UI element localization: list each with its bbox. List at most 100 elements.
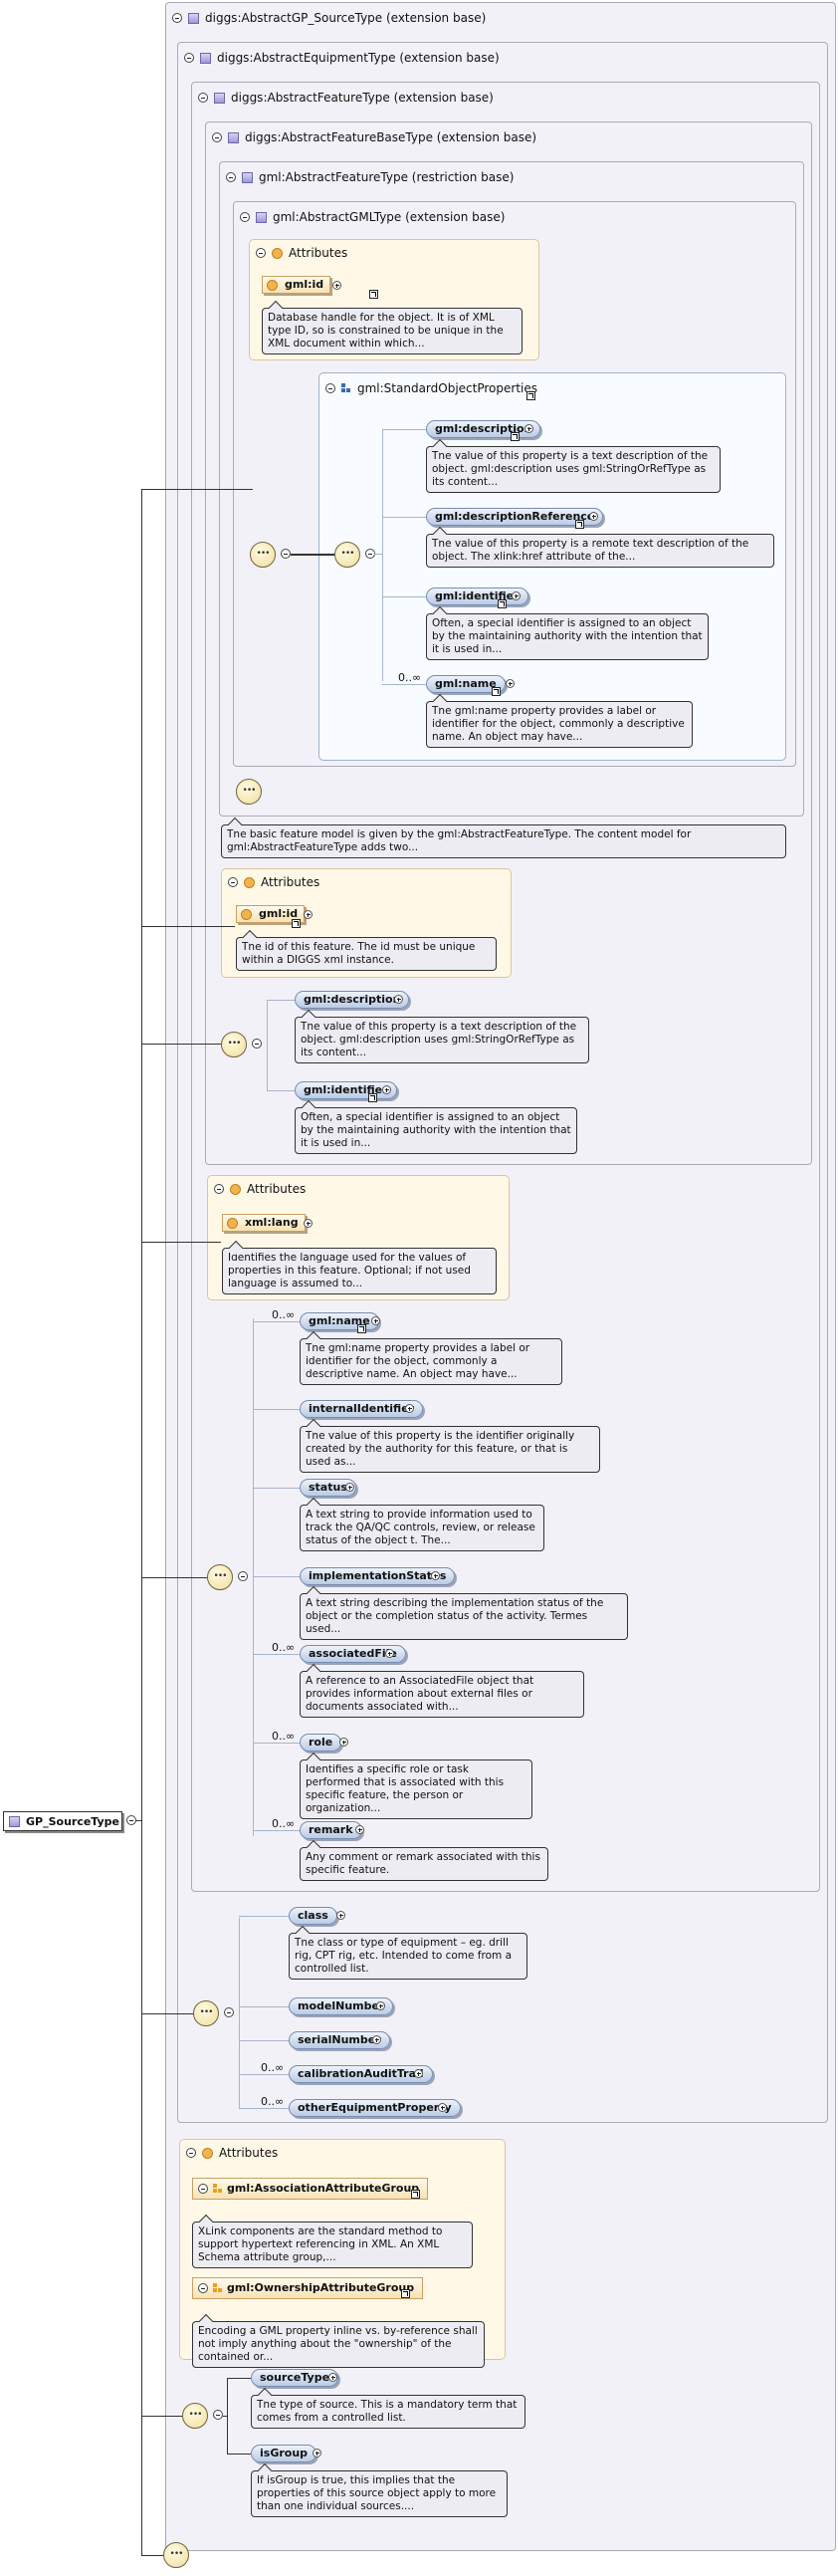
expand-plus-icon[interactable] <box>313 2449 321 2458</box>
sequence-icon[interactable]: ••• <box>334 542 360 568</box>
element-label: status <box>309 1481 347 1494</box>
expand-plus-icon[interactable] <box>506 679 515 688</box>
sequence-icon[interactable]: ••• <box>207 1564 233 1590</box>
expand-plus-icon[interactable] <box>304 1219 313 1228</box>
sequence-icon[interactable]: ••• <box>193 2000 219 2026</box>
sequence-icon[interactable]: ••• <box>221 1032 247 1057</box>
sequence-icon[interactable]: ••• <box>250 542 276 568</box>
expand-plus-icon[interactable] <box>339 1738 348 1747</box>
expand-plus-icon[interactable] <box>385 1649 394 1658</box>
expand-plus-icon[interactable] <box>304 910 313 919</box>
expand-plus-icon[interactable] <box>382 1085 391 1094</box>
level-label: gml:AbstractFeatureType (restriction bas… <box>259 170 515 184</box>
collapse-toggle[interactable] <box>252 1039 262 1049</box>
element-associatedfile[interactable]: associatedFile <box>300 1645 406 1663</box>
element-doc: The value of this property is a remote t… <box>426 534 774 568</box>
attr-label: gml:id <box>285 278 324 291</box>
level-label: gml:AbstractGMLType (extension base) <box>273 210 506 224</box>
source-attributes-box: Attributes gml:AssociationAttributeGroup… <box>179 2139 506 2368</box>
reference-arrow-icon[interactable] <box>498 599 507 608</box>
reference-arrow-icon[interactable] <box>575 520 584 529</box>
sequence-icon[interactable]: ••• <box>163 2542 189 2568</box>
element-modelnumber[interactable]: modelNumber <box>289 1997 394 2015</box>
reference-arrow-icon[interactable] <box>526 391 535 400</box>
collapse-toggle[interactable] <box>281 549 291 559</box>
attr-group-ownership[interactable]: gml:OwnershipAttributeGroup <box>192 2277 424 2299</box>
reference-arrow-icon[interactable] <box>411 2190 420 2199</box>
expand-plus-icon[interactable] <box>414 2069 423 2078</box>
element-isgroup[interactable]: isGroup <box>251 2445 317 2462</box>
collapse-toggle[interactable] <box>198 2283 208 2293</box>
root-type-box[interactable]: GP_SourceType <box>3 1811 122 1831</box>
collapse-toggle[interactable] <box>198 2184 208 2194</box>
element-serialnumber[interactable]: serialNumber <box>289 2031 390 2049</box>
branch-line <box>267 1000 295 1001</box>
attr-gml-id[interactable]: gml:id <box>236 905 306 923</box>
branch-line <box>253 1488 300 1489</box>
element-role[interactable]: role <box>300 1734 342 1752</box>
element-gml-description[interactable]: gml:description <box>295 991 410 1009</box>
element-status[interactable]: status <box>300 1479 356 1497</box>
element-doc: Any comment or remark associated with th… <box>300 1847 548 1881</box>
collapse-toggle[interactable] <box>240 212 250 222</box>
attributes-title: Attributes <box>219 2146 279 2160</box>
collapse-toggle[interactable] <box>224 2007 234 2017</box>
collapse-toggle[interactable] <box>238 1571 248 1581</box>
expand-plus-icon[interactable] <box>394 995 403 1004</box>
complex-type-icon <box>200 52 211 64</box>
collapse-toggle[interactable] <box>226 172 236 182</box>
expand-plus-icon[interactable] <box>376 2001 385 2010</box>
element-gml-name[interactable]: gml:name <box>426 675 506 693</box>
reference-arrow-icon[interactable] <box>369 290 378 299</box>
element-implementationstatus[interactable]: implementationStatus <box>300 1567 456 1585</box>
element-gml-name[interactable]: gml:name <box>300 1312 379 1330</box>
sequence-icon[interactable]: ••• <box>236 779 262 805</box>
collapse-toggle[interactable] <box>212 132 222 142</box>
element-class[interactable]: class <box>289 1907 337 1925</box>
occurs-label: 0..∞ <box>272 1641 296 1654</box>
expand-plus-icon[interactable] <box>345 1483 354 1492</box>
element-sourcetype[interactable]: sourceType <box>251 2369 339 2387</box>
expand-plus-icon[interactable] <box>372 2035 381 2044</box>
reference-arrow-icon[interactable] <box>292 919 301 928</box>
expand-plus-icon[interactable] <box>512 591 521 600</box>
collapse-toggle[interactable] <box>228 877 238 887</box>
expand-plus-icon[interactable] <box>438 2103 447 2112</box>
collapse-toggle[interactable] <box>213 2410 223 2420</box>
expand-plus-icon[interactable] <box>332 281 341 290</box>
collapse-toggle[interactable] <box>186 2148 196 2158</box>
sequence-icon[interactable]: ••• <box>182 2403 208 2429</box>
expand-plus-icon[interactable] <box>589 512 598 521</box>
branch-line <box>382 596 426 597</box>
element-otherequipmentproperty[interactable]: otherEquipmentProperty <box>289 2099 461 2117</box>
element-doc: The value of this property is a text des… <box>426 446 721 493</box>
reference-arrow-icon[interactable] <box>492 687 501 696</box>
expand-plus-icon[interactable] <box>328 2373 337 2382</box>
collapse-toggle[interactable] <box>126 1815 136 1825</box>
expand-plus-icon[interactable] <box>431 1571 440 1580</box>
attr-group-association[interactable]: gml:AssociationAttributeGroup <box>192 2178 429 2200</box>
element-remark[interactable]: remark <box>300 1821 362 1839</box>
collapse-toggle[interactable] <box>256 248 266 258</box>
expand-plus-icon[interactable] <box>524 424 533 433</box>
at-sign-icon <box>272 247 283 259</box>
collapse-toggle[interactable] <box>198 93 208 103</box>
expand-plus-icon[interactable] <box>371 1316 380 1325</box>
expand-plus-icon[interactable] <box>405 1404 414 1413</box>
element-gml-descriptionreference[interactable]: gml:descriptionReference <box>426 508 604 526</box>
expand-plus-icon[interactable] <box>336 1911 345 1920</box>
reference-arrow-icon[interactable] <box>357 1324 366 1333</box>
expand-plus-icon[interactable] <box>355 1825 364 1834</box>
collapse-toggle[interactable] <box>325 383 335 393</box>
collapse-toggle[interactable] <box>184 53 194 63</box>
reference-arrow-icon[interactable] <box>511 432 520 441</box>
reference-arrow-icon[interactable] <box>401 2289 410 2298</box>
element-internalidentifier[interactable]: internalIdentifier <box>300 1400 424 1418</box>
attr-gml-id[interactable]: gml:id <box>262 276 331 294</box>
collapse-toggle[interactable] <box>214 1184 224 1194</box>
branch-line <box>253 1409 300 1410</box>
collapse-toggle[interactable] <box>172 13 182 23</box>
attr-xml-lang[interactable]: xml:lang <box>222 1214 306 1232</box>
element-calibrationaudittrail[interactable]: calibrationAuditTrail <box>289 2065 433 2083</box>
reference-arrow-icon[interactable] <box>368 1093 377 1102</box>
